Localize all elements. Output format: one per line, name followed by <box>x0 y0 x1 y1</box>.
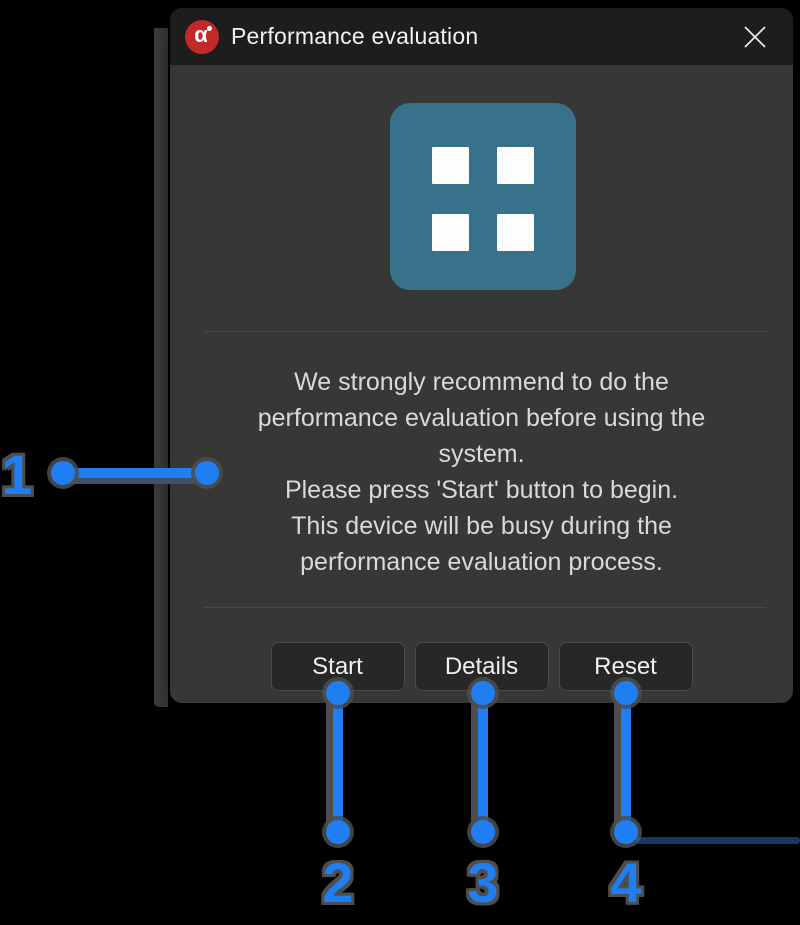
grid-tile <box>497 147 534 184</box>
message-line: We strongly recommend to do the <box>294 368 669 396</box>
annotation-dot <box>471 820 495 844</box>
dialog-title: Performance evaluation <box>231 23 479 49</box>
annotation-number-1: 1 <box>1 443 33 506</box>
dialog-message: We strongly recommend to do the performa… <box>170 364 793 580</box>
message-line: This device will be busy during the <box>291 512 672 540</box>
annotation-number-3: 3 <box>467 851 499 914</box>
app-logo-dot <box>207 25 212 31</box>
grid-tile <box>497 214 534 251</box>
message-line: system. <box>438 440 525 468</box>
message-line: performance evaluation process. <box>300 548 663 576</box>
reset-button[interactable]: Reset <box>558 642 693 691</box>
annotation-dot <box>195 461 219 485</box>
annotation-dot <box>326 681 350 705</box>
dialog-titlebar[interactable]: α Performance evaluation <box>170 8 793 65</box>
message-line: Please press 'Start' button to begin. <box>284 476 679 504</box>
separator-bottom <box>203 607 766 608</box>
background-window-edge <box>154 28 168 707</box>
close-button[interactable] <box>737 19 773 55</box>
annotation-dot <box>326 820 350 844</box>
annotation-dot <box>51 461 75 485</box>
performance-grid-icon <box>390 103 576 290</box>
annotation-4-tail-line <box>636 837 800 844</box>
performance-evaluation-dialog: α Performance evaluation We strongly rec… <box>170 8 793 703</box>
annotation-line-2 <box>333 693 343 832</box>
message-line: performance evaluation before using the <box>257 404 706 432</box>
app-logo-icon: α <box>185 19 219 54</box>
annotation-line-1 <box>63 468 207 478</box>
grid-tile <box>432 214 469 251</box>
annotation-number-2: 2 <box>322 851 354 914</box>
annotation-line-4 <box>621 693 631 832</box>
separator-top <box>203 331 766 332</box>
close-icon <box>744 25 766 48</box>
annotation-number-4: 4 <box>610 851 642 914</box>
annotation-line-3 <box>478 693 488 832</box>
app-logo-glyph: α <box>194 21 208 47</box>
grid-tile <box>432 147 469 184</box>
annotation-dot <box>614 820 638 844</box>
annotation-dot <box>614 681 638 705</box>
annotation-dot <box>471 681 495 705</box>
